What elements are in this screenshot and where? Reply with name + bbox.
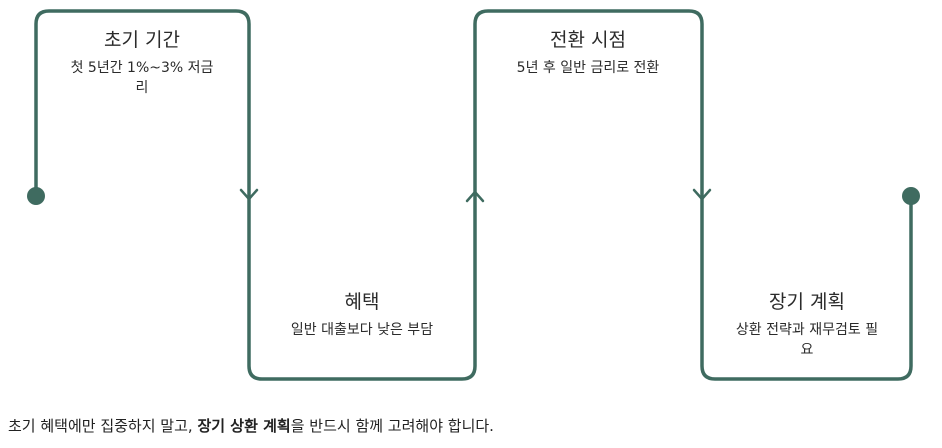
timeline-path xyxy=(34,9,913,381)
stage-initial-period: 초기 기간 첫 5년간 1%~3% 저금리 xyxy=(37,28,247,98)
stage-title: 장기 계획 xyxy=(769,291,845,313)
end-dot xyxy=(902,187,920,205)
stage-transition-point: 전환 시점 5년 후 일반 금리로 전환 xyxy=(483,28,693,78)
arrow-up-icon xyxy=(465,190,485,203)
footnote-text-end: 을 반드시 함께 고려해야 합니다. xyxy=(290,417,494,435)
stage-description: 상환 전략과 재무검토 필요 xyxy=(735,322,879,358)
stage-title: 혜택 xyxy=(344,291,380,313)
stage-title: 초기 기간 xyxy=(104,29,180,51)
arrow-down-icon xyxy=(692,188,712,201)
footnote: 초기 혜택에만 집중하지 말고, 장기 상환 계획을 반드시 함께 고려해야 합… xyxy=(8,416,494,436)
stage-description: 일반 대출보다 낮은 부담 xyxy=(290,322,434,338)
stage-title: 전환 시점 xyxy=(550,29,626,51)
stage-long-term-plan: 장기 계획 상환 전략과 재무검토 필요 xyxy=(702,290,912,360)
timeline-path-diagram xyxy=(27,9,920,381)
footnote-text: 초기 혜택에만 집중하지 말고, xyxy=(8,417,198,435)
arrow-down-icon xyxy=(239,188,259,201)
stage-benefit: 혜택 일반 대출보다 낮은 부담 xyxy=(257,290,467,340)
start-dot xyxy=(27,187,45,205)
footnote-emphasis: 장기 상환 계획 xyxy=(197,417,291,435)
stage-description: 첫 5년간 1%~3% 저금리 xyxy=(70,60,214,96)
stage-description: 5년 후 일반 금리로 전환 xyxy=(516,60,660,76)
